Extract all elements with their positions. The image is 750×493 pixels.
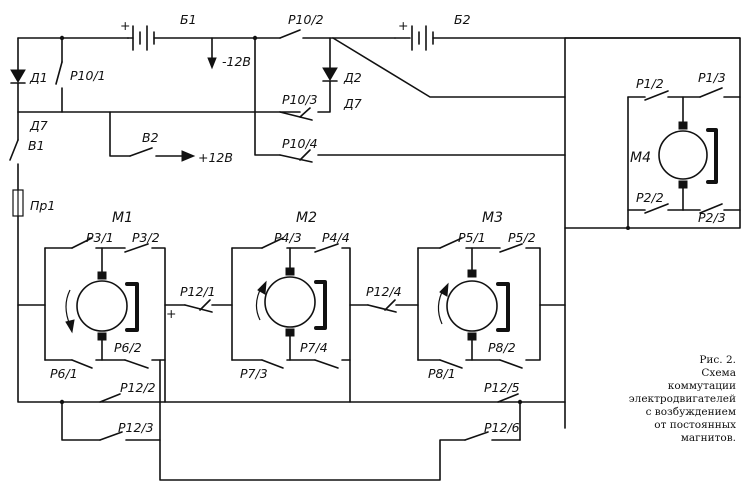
label-pr1: Пр1 (30, 198, 55, 213)
label-p2-2: Р2/2 (636, 190, 664, 205)
caption-line-3: электродвигателей (628, 393, 736, 405)
label-m2: М2 (296, 210, 317, 226)
label-p2-3: Р2/3 (698, 210, 726, 225)
label-p8-2: Р8/2 (488, 340, 516, 355)
label-d1: Д1 (29, 70, 48, 85)
label-p6-1: Р6/1 (50, 366, 78, 381)
label-p1-2: Р1/2 (636, 76, 664, 91)
label-b1: Б1 (180, 12, 197, 27)
label-p10-4: Р10/4 (282, 136, 318, 151)
label-p3-1: Р3/1 (86, 230, 114, 245)
label-p12-3: Р12/3 (118, 420, 154, 435)
label-p1-3: Р1/3 (698, 70, 726, 85)
label-v2: В2 (142, 130, 159, 145)
label-p10-3: Р10/3 (282, 92, 318, 107)
left-branch (9, 35, 566, 403)
label-p12-5: Р12/5 (484, 380, 520, 395)
label-b2: Б2 (454, 12, 471, 27)
label-p7-4: Р7/4 (300, 340, 328, 355)
v2-branch (109, 111, 196, 162)
label-p12-6: Р12/6 (484, 420, 520, 435)
m4-block (564, 37, 741, 230)
label-m1: М1 (112, 210, 133, 226)
label-p4-4: Р4/4 (322, 230, 350, 245)
label-plus-b2: + (398, 18, 408, 33)
label-plus12: +12В (198, 150, 233, 165)
label-p10-1: Р10/1 (70, 68, 106, 83)
figure-caption: Рис. 2. Схема коммутации электродвигател… (586, 354, 736, 445)
label-p7-3: Р7/3 (240, 366, 268, 381)
label-p5-1: Р5/1 (458, 230, 486, 245)
bottom-network (44, 359, 523, 481)
label-v1: В1 (28, 138, 45, 153)
caption-line-2: коммутации (667, 380, 736, 392)
label-p3-2: Р3/2 (132, 230, 160, 245)
p10-branch (252, 35, 566, 163)
label-minus12: -12В (222, 54, 251, 69)
label-p10-2: Р10/2 (288, 12, 324, 27)
caption-line-5: от постоянных (654, 419, 736, 431)
caption-line-4: с возбуждением (645, 406, 736, 418)
label-p12-1: Р12/1 (180, 284, 216, 299)
label-plus-m2: + (166, 306, 176, 321)
label-p8-1: Р8/1 (428, 366, 456, 381)
motor-m3 (349, 237, 566, 369)
caption-line-1: Схема (701, 367, 736, 379)
label-d7-left: Д7 (29, 118, 48, 133)
label-m4: М4 (630, 150, 651, 166)
label-p6-2: Р6/2 (114, 340, 142, 355)
label-p12-2: Р12/2 (120, 380, 156, 395)
label-m3: М3 (482, 210, 503, 226)
caption-title: Рис. 2. (699, 354, 736, 366)
label-plus-b1: + (120, 18, 130, 33)
label-p12-4: Р12/4 (366, 284, 402, 299)
label-p5-2: Р5/2 (508, 230, 536, 245)
component-labels: + Б1 -12В Р10/2 + Б2 Д1 Р10/1 Д2 Р10/3 Д… (28, 12, 726, 435)
label-p4-3: Р4/3 (274, 230, 302, 245)
label-d2: Д2 (343, 70, 362, 85)
label-d7-right: Д7 (343, 96, 362, 111)
caption-line-6: магнитов. (680, 432, 736, 444)
motor-m1 (17, 237, 166, 369)
motor-m2 (164, 237, 351, 369)
